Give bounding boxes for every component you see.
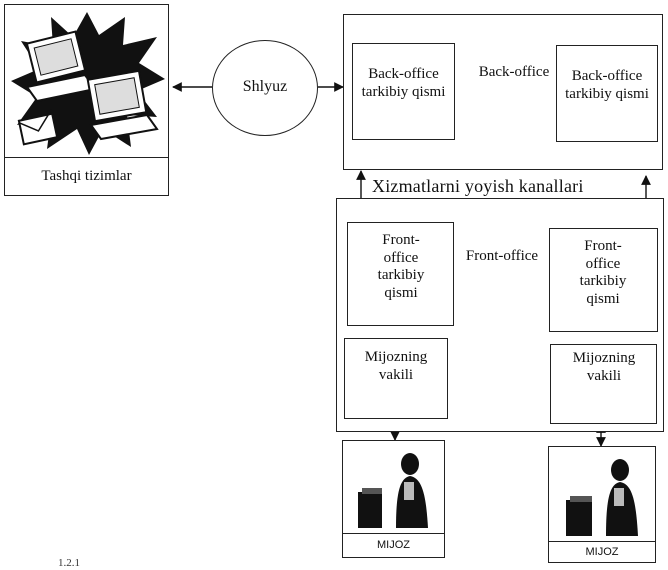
- agent-left-box: Mijozning vakili: [344, 338, 448, 419]
- back-office-left-label: Back-office tarkibiy qismi: [361, 66, 446, 100]
- client-left-label: MIJOZ: [377, 539, 410, 551]
- back-office-left-box: Back-office tarkibiy qismi: [352, 43, 455, 140]
- client-person-icon: [358, 453, 428, 528]
- front-office-right-label: Front- office tarkibiy qismi: [579, 238, 627, 308]
- envelope: [17, 112, 59, 146]
- external-systems-box: Tashqi tizimlar: [4, 4, 169, 196]
- computers-illustration: [11, 12, 165, 155]
- back-office-right-box: Back-office tarkibiy qismi: [556, 45, 658, 142]
- back-office-right-label: Back-office tarkibiy qismi: [565, 68, 649, 102]
- external-divider: [5, 157, 168, 158]
- agent-right-label: Mijozning vakili: [572, 350, 636, 384]
- client-right-label: MIJOZ: [585, 546, 619, 558]
- front-office-connector-label: Front-office: [465, 248, 539, 264]
- agent-right-box: Mijozning vakili: [550, 344, 657, 424]
- client-left-box: MIJOZ: [342, 440, 445, 558]
- client-person-icon: [566, 459, 638, 536]
- figure-number-fragment: 1.2.1: [58, 557, 80, 569]
- front-office-left-box: Front- office tarkibiy qismi: [347, 222, 454, 326]
- client-right-box: MIJOZ: [548, 446, 656, 563]
- front-office-right-box: Front- office tarkibiy qismi: [549, 228, 658, 332]
- channels-title: Xizmatlarni yoyish kanallari: [372, 176, 584, 196]
- front-office-left-label: Front- office tarkibiy qismi: [377, 232, 425, 302]
- external-systems-label: Tashqi tizimlar: [41, 168, 132, 184]
- gateway-label: Shlyuz: [242, 78, 288, 95]
- gateway-circle: Shlyuz: [212, 40, 318, 136]
- client-left-divider: [343, 533, 444, 534]
- back-office-connector-label: Back-office: [478, 64, 550, 80]
- client-right-divider: [549, 541, 655, 542]
- agent-left-label: Mijozning vakili: [364, 349, 428, 383]
